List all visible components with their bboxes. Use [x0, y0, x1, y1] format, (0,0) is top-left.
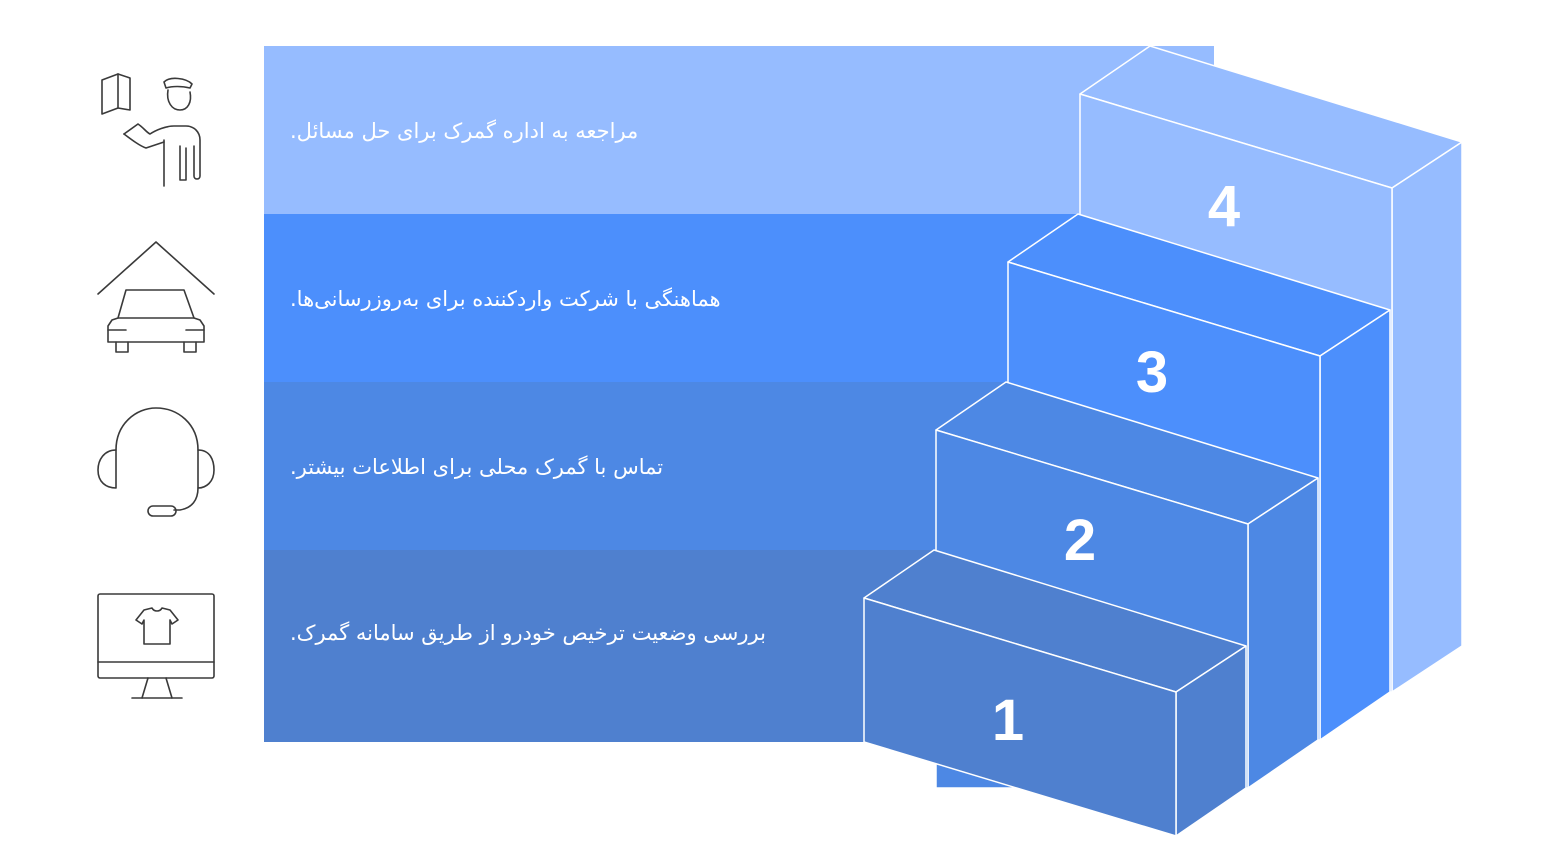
- step-4-text: مراجعه به اداره گمرک برای حل مسائل.: [290, 119, 639, 143]
- step-3-text: هماهنگی با شرکت واردکننده برای به‌روزرسا…: [290, 287, 721, 311]
- step-1-text: بررسی وضعیت ترخیص خودرو از طریق سامانه گ…: [290, 621, 766, 645]
- headset-icon: [97, 407, 215, 517]
- step-block-1: [863, 549, 1247, 837]
- step-number-2: 2: [1064, 508, 1096, 573]
- step-number-1: 1: [992, 688, 1024, 753]
- monitor-shirt-icon: [97, 593, 215, 699]
- step-2-text: تماس با گمرک محلی برای اطلاعات بیشتر.: [290, 455, 664, 479]
- step-number-3: 3: [1136, 340, 1168, 405]
- customs-officer-icon: [101, 73, 201, 187]
- car-garage-icon: [97, 241, 215, 353]
- band-step-4: [264, 46, 1214, 214]
- step-number-4: 4: [1208, 174, 1240, 239]
- band-step-2: [264, 382, 1064, 550]
- band-step-3: [264, 214, 1134, 382]
